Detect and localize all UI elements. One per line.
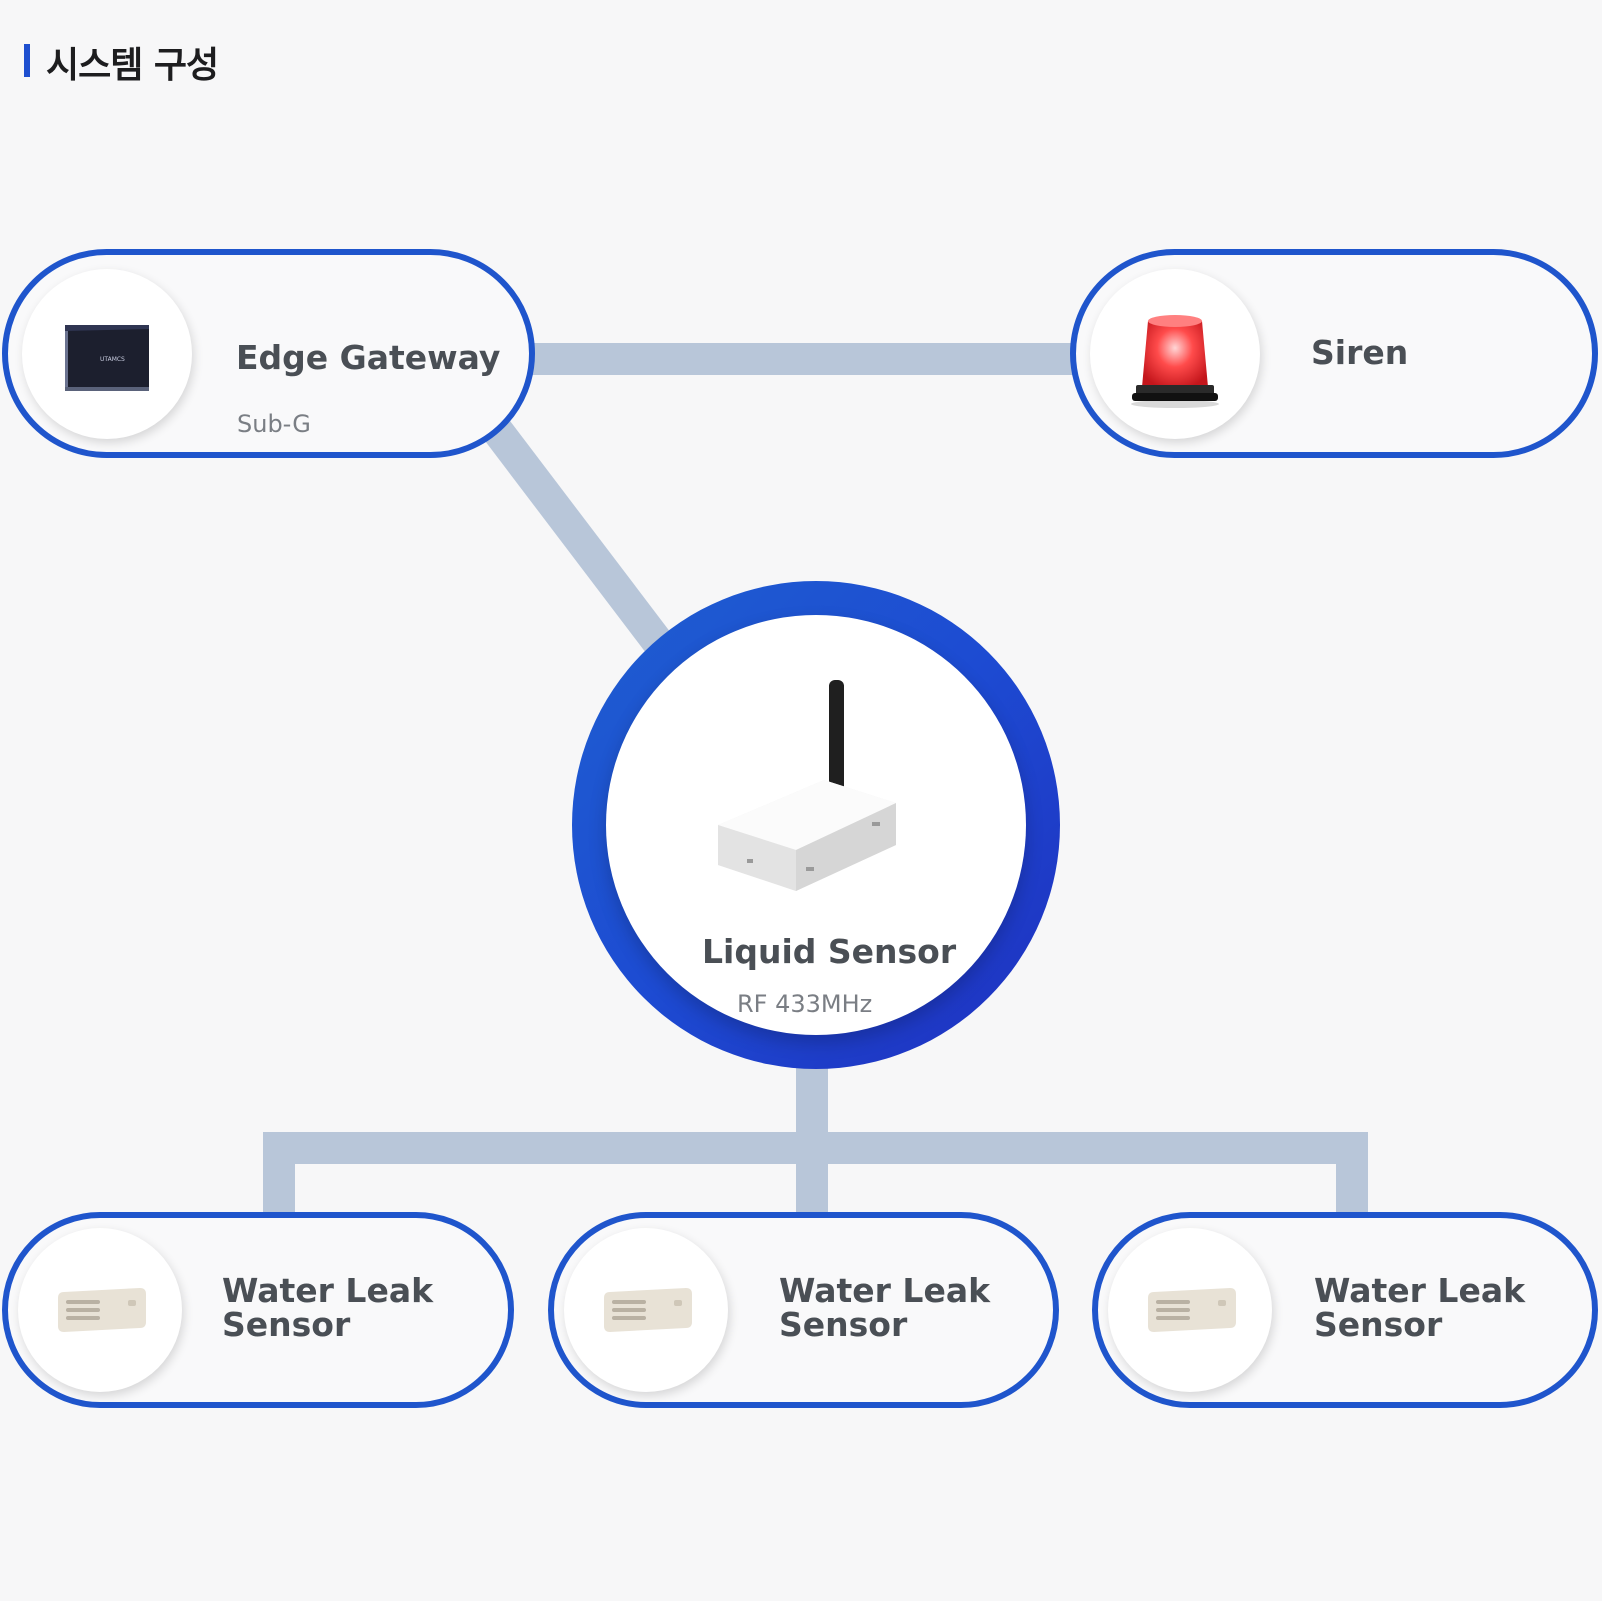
title-accent-bar (24, 44, 30, 77)
liquid-sensor-frequency: RF 433MHz (737, 990, 873, 1018)
gateway-protocol: Sub-G (237, 410, 311, 438)
svg-text:UTAMCS: UTAMCS (100, 356, 125, 363)
water-leak-node-3: Water Leak Sensor (1092, 1212, 1598, 1408)
page-title: 시스템 구성 (46, 45, 219, 86)
water-leak-node-2: Water Leak Sensor (548, 1212, 1059, 1408)
water-leak-line1-1: Water Leak (222, 1271, 434, 1310)
water-leak-sensor-icon (1108, 1228, 1272, 1392)
gateway-label: Edge Gateway (236, 338, 501, 377)
water-leak-node-1: Water Leak Sensor (2, 1212, 514, 1408)
liquid-sensor-node: Liquid Sensor RF 433MHz (572, 581, 1060, 1069)
water-leak-line1-2: Water Leak (779, 1271, 991, 1310)
gateway-node: UTAMCS Edge Gateway Sub-G (2, 249, 535, 458)
water-leak-line2-3: Sensor (1314, 1305, 1443, 1344)
liquid-sensor-device-icon (718, 680, 896, 891)
water-leak-line1-3: Water Leak (1314, 1271, 1526, 1310)
siren-label: Siren (1311, 333, 1409, 372)
water-leak-sensor-icon (18, 1228, 182, 1392)
siren-node: Siren (1070, 249, 1598, 458)
water-leak-label-2: Water Leak Sensor (779, 1274, 990, 1342)
water-leak-line2-1: Sensor (222, 1305, 351, 1344)
liquid-sensor-panel: Liquid Sensor RF 433MHz (606, 615, 1026, 1035)
gateway-device-icon: UTAMCS (22, 269, 192, 439)
water-leak-label-3: Water Leak Sensor (1314, 1274, 1525, 1342)
water-leak-label-1: Water Leak Sensor (222, 1274, 433, 1342)
water-leak-sensor-icon (564, 1228, 728, 1392)
link-gateway-center (480, 415, 673, 655)
water-leak-line2-2: Sensor (779, 1305, 908, 1344)
siren-light-icon (1090, 269, 1260, 439)
liquid-sensor-label: Liquid Sensor (702, 932, 957, 971)
